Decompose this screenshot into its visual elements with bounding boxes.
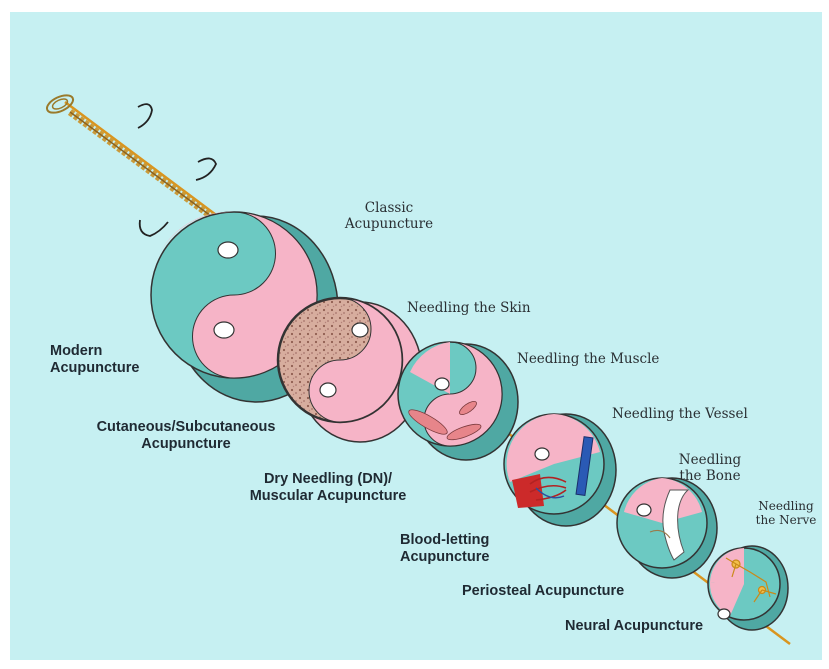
label-modern-acupuncture: Modern Acupuncture bbox=[50, 343, 139, 376]
disc-nerve bbox=[708, 546, 788, 630]
label-periosteal: Periosteal Acupuncture bbox=[462, 583, 624, 600]
needle-handle-icon bbox=[44, 92, 215, 219]
disc-bone bbox=[617, 478, 717, 578]
label-cutaneous-acupuncture: Cutaneous/Subcutaneous Acupuncture bbox=[74, 419, 298, 452]
disc-muscle bbox=[398, 342, 518, 460]
label-needling-bone: Needling the Bone bbox=[670, 453, 750, 484]
label-needling-skin: Needling the Skin bbox=[407, 301, 531, 317]
label-needling-nerve: Needling the Nerve bbox=[750, 500, 822, 528]
label-blood-letting: Blood-letting Acupuncture bbox=[400, 532, 489, 565]
label-needling-vessel: Needling the Vessel bbox=[612, 407, 748, 423]
disc-vessel bbox=[504, 414, 616, 526]
disc-skin bbox=[278, 298, 422, 442]
label-neural: Neural Acupuncture bbox=[565, 618, 703, 635]
label-classic-acupuncture: Classic Acupuncture bbox=[334, 201, 444, 232]
diagram-canvas: Classic Acupuncture Needling the Skin Ne… bbox=[10, 12, 822, 660]
label-needling-muscle: Needling the Muscle bbox=[517, 352, 659, 368]
label-dry-needling: Dry Needling (DN)/ Muscular Acupuncture bbox=[236, 471, 420, 504]
